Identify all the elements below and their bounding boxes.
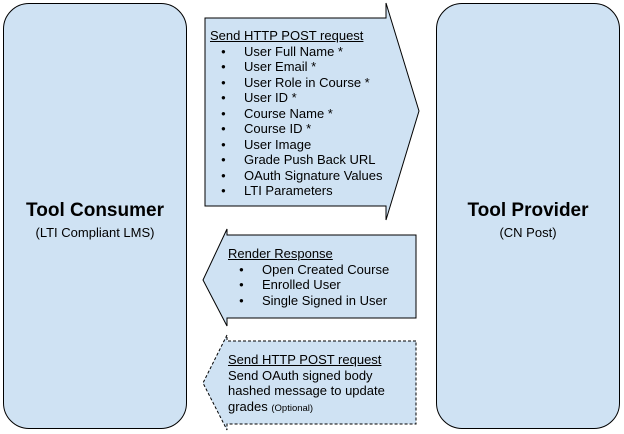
tool-consumer-title: Tool Consumer — [26, 200, 164, 221]
list-item: User ID * — [210, 90, 400, 106]
response-header: Render Response — [228, 246, 333, 261]
tool-provider-box: Tool Provider (CN Post) — [436, 3, 620, 429]
list-item: LTI Parameters — [210, 183, 400, 199]
tool-consumer-box: Tool Consumer (LTI Compliant LMS) — [3, 3, 187, 429]
list-item: Single Signed in User — [228, 293, 418, 309]
response-list: Open Created Course Enrolled User Single… — [228, 262, 418, 309]
list-item: User Full Name * — [210, 44, 400, 60]
list-item: Course Name * — [210, 106, 400, 122]
grade-push-line: Send OAuth signed body — [228, 367, 373, 383]
list-item: Open Created Course — [228, 262, 418, 278]
tool-provider-subtitle: (CN Post) — [499, 225, 557, 240]
list-item: User Email * — [210, 59, 400, 75]
response-content: Render Response Open Created Course Enro… — [228, 246, 418, 308]
list-item: OAuth Signature Values — [210, 168, 400, 184]
grade-push-line-last: grades (Optional) — [228, 399, 418, 417]
grade-push-line: grades — [228, 398, 268, 414]
list-item: Grade Push Back URL — [210, 152, 400, 168]
list-item: Course ID * — [210, 121, 400, 137]
list-item: Enrolled User — [228, 277, 418, 293]
grade-push-arrow — [202, 334, 417, 431]
list-item: User Role in Course * — [210, 75, 400, 91]
grade-push-content: Send HTTP POST request Send OAuth signed… — [228, 352, 418, 416]
optional-note: (Optional) — [271, 402, 314, 414]
request-header: Send HTTP POST request — [210, 28, 364, 43]
list-item: User Image — [210, 137, 400, 153]
request-content: Send HTTP POST request User Full Name * … — [210, 28, 400, 199]
grade-push-header: Send HTTP POST request — [228, 352, 382, 367]
tool-consumer-subtitle: (LTI Compliant LMS) — [35, 225, 155, 240]
tool-provider-title: Tool Provider — [467, 200, 589, 221]
grade-push-line: hashed message to update — [228, 383, 385, 398]
request-list: User Full Name * User Email * User Role … — [210, 44, 400, 199]
